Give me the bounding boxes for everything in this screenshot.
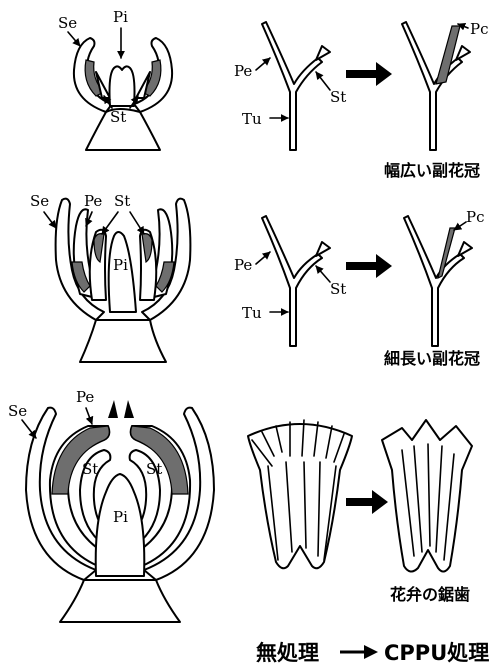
stamen (316, 46, 330, 60)
caption-narrow-corona: 細長い副花冠 (384, 349, 480, 368)
arrow-right-2 (346, 254, 392, 278)
caption-wide-corona: 幅広い副花冠 (384, 161, 480, 180)
label-pe: Pe (234, 256, 252, 274)
corona-wide (436, 26, 460, 84)
arrowhead-left (108, 400, 118, 418)
arrowhead-right (124, 400, 134, 418)
stamen (458, 242, 472, 256)
label-pi: Pi (113, 508, 128, 526)
label-cppu: CPPU処理 (384, 641, 489, 665)
petal-serrated-outline (382, 420, 472, 572)
label-st: St (114, 192, 130, 210)
arrow-right-3 (346, 490, 388, 514)
label-st: St (82, 460, 98, 478)
petal-treated: 花弁の鋸歯 (382, 420, 472, 604)
flower-section-1 (74, 38, 172, 150)
branch-treated-1: Pc 幅広い副花冠 (384, 20, 489, 180)
label-se: Se (58, 14, 77, 32)
pistil (110, 66, 135, 106)
treatment-legend: 無処理 CPPU処理 (256, 641, 489, 665)
label-se: Se (30, 192, 49, 210)
flower-section-2 (56, 199, 191, 362)
branch-untreated-2: Pe St Tu (234, 216, 346, 346)
caption-serrated-petal: 花弁の鋸歯 (390, 585, 470, 604)
label-pe: Pe (234, 62, 252, 80)
receptacle (80, 320, 166, 362)
branch-treated-2: Pc 細長い副花冠 (384, 208, 485, 368)
label-se: Se (8, 402, 27, 420)
tube (262, 22, 322, 150)
branch-untreated-1: Pe St Tu (234, 22, 346, 150)
label-st: St (330, 280, 346, 298)
label-pc: Pc (466, 208, 485, 226)
receptacle (60, 580, 180, 622)
arrow-right-1 (346, 62, 392, 86)
label-pc: Pc (470, 20, 489, 38)
label-pe: Pe (84, 192, 102, 210)
label-untreated: 無処理 (256, 641, 319, 665)
label-pe: Pe (76, 388, 94, 406)
stamen (316, 242, 330, 256)
label-tu: Tu (242, 304, 262, 322)
stamen (456, 46, 470, 60)
label-tu: Tu (242, 110, 262, 128)
label-st: St (330, 88, 346, 106)
tube (262, 216, 322, 346)
label-pi: Pi (113, 8, 128, 26)
petal-outline (248, 424, 352, 568)
label-st: St (110, 108, 126, 126)
petal-untreated (248, 420, 352, 568)
label-st: St (146, 460, 162, 478)
legend-arrow-head (364, 645, 378, 659)
tube (404, 216, 464, 346)
label-pi: Pi (113, 256, 128, 274)
